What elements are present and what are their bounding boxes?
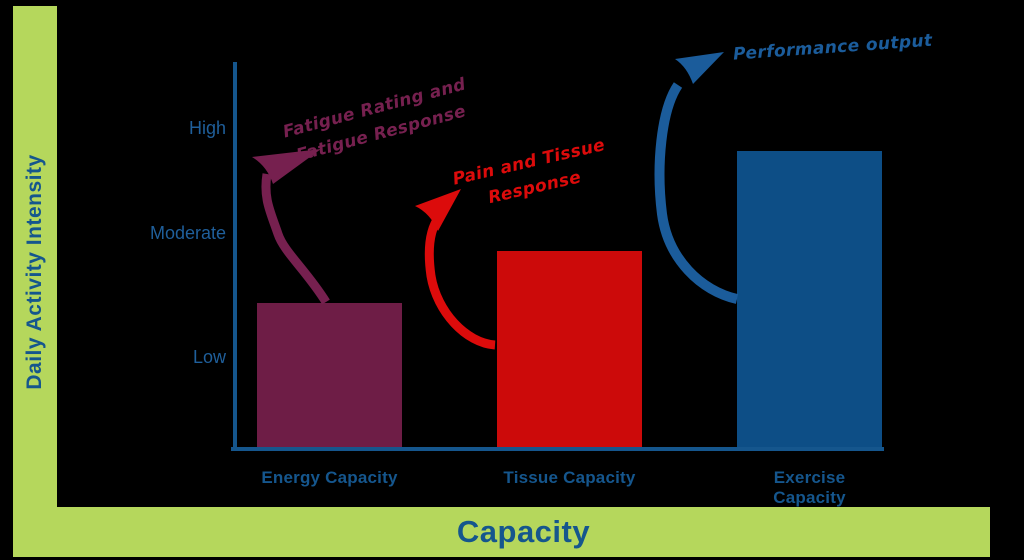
y-axis-line (233, 62, 237, 451)
category-label-exercise-capacity: Exercise Capacity (773, 468, 846, 507)
bar-exercise-capacity (737, 151, 882, 447)
category-label-energy-capacity: Energy Capacity (261, 468, 398, 487)
performance-arrowhead-icon (675, 52, 724, 84)
x-axis-line (231, 447, 884, 451)
tick-label-high: High (188, 118, 226, 138)
x-axis-title: Capacity (456, 514, 591, 549)
fatigue-arrow (252, 149, 330, 305)
x-axis-green-band: Capacity (57, 507, 990, 557)
annotation-fatigue-rating: Fatigue Rating and Fatigue Response (280, 72, 477, 170)
annotation-performance-line1: Performance output (732, 30, 934, 65)
y-axis-green-band (13, 6, 57, 557)
y-axis-title: Daily Activity Intensity (23, 154, 46, 390)
tick-label-moderate: Moderate (149, 223, 226, 243)
category-label-tissue-capacity: Tissue Capacity (503, 468, 636, 487)
annotation-performance-output: Performance output (732, 29, 933, 68)
bar-energy-capacity (257, 303, 402, 447)
tick-label-low: Low (192, 347, 226, 367)
performance-arrow (654, 52, 739, 304)
annotation-pain-tissue: Pain and Tissue Response (448, 133, 615, 219)
bar-tissue-capacity (497, 251, 642, 447)
